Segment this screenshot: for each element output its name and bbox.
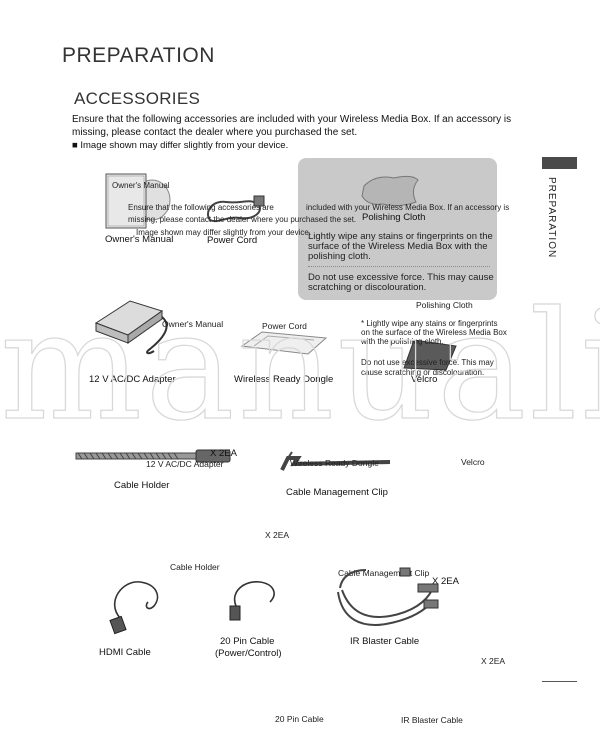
velcro-label: Velcro bbox=[411, 374, 438, 385]
pin20-cable-label: 20 Pin Cable bbox=[220, 636, 275, 647]
ir-blaster-cable-image bbox=[337, 567, 439, 626]
ghost-intro-line1: Ensure that the following accessories ar… bbox=[128, 203, 274, 212]
section-title: ACCESSORIES bbox=[74, 89, 201, 108]
ghost-owners-manual: Owner's Manual bbox=[162, 319, 224, 329]
ghost-pin20: 20 Pin Cable bbox=[275, 714, 324, 724]
ir-blaster-label: IR Blaster Cable bbox=[350, 636, 420, 647]
power-cord-label: Power Cord bbox=[207, 235, 258, 246]
cable-holder-qty: X 2EA bbox=[210, 448, 237, 459]
pin20-cable-subtitle: (Power/Control) bbox=[215, 648, 282, 659]
ghost-warn-line2: cause scratching or discolouration. bbox=[361, 368, 485, 377]
dongle-image bbox=[240, 331, 328, 355]
owners-manual-image bbox=[105, 173, 171, 229]
ir-blaster-qty: X 2EA bbox=[432, 576, 459, 587]
cable-holder-label: Cable Holder bbox=[114, 480, 170, 491]
hdmi-cable-image bbox=[109, 581, 159, 635]
ghost-warn-line1: Do not use excessive force. This may bbox=[361, 358, 494, 367]
footer-rule bbox=[542, 681, 577, 682]
panel-divider bbox=[308, 266, 490, 267]
ghost-tip-line2: on the surface of the Wireless Media Box bbox=[361, 328, 507, 337]
ghost-power-cord: Power Cord bbox=[262, 321, 307, 331]
page-title: PREPARATION bbox=[62, 44, 215, 67]
polishing-cloth-label: Polishing Cloth bbox=[362, 212, 426, 223]
power-cord-image bbox=[207, 195, 265, 223]
pin20-cable-image bbox=[229, 581, 275, 621]
intro-text: Ensure that the following accessories ar… bbox=[72, 114, 512, 138]
ghost-polishing-cloth: Polishing Cloth bbox=[416, 300, 473, 310]
polishing-cloth-image bbox=[361, 175, 419, 207]
ghost-ir: IR Blaster Cable bbox=[401, 715, 463, 725]
image-note: ■ Image shown may differ slightly from y… bbox=[72, 140, 289, 151]
cable-holder-image bbox=[75, 449, 231, 463]
ghost-dongle: Wireless Ready Dongle bbox=[290, 458, 379, 468]
ghost-clip: Cable Management Clip bbox=[338, 568, 430, 578]
ghost-intro-line3: Image shown may differ slightly from you… bbox=[136, 228, 312, 237]
ghost-intro-line2: missing, please contact the dealer where… bbox=[128, 215, 357, 224]
owners-manual-cover-text: Owner's Manual bbox=[112, 181, 170, 190]
velcro-image bbox=[403, 339, 457, 371]
ghost-tip-line1: * Lightly wipe any stains or fingerprint… bbox=[361, 319, 498, 328]
polishing-cloth-tip: Lightly wipe any stains or fingerprints … bbox=[308, 231, 493, 262]
adapter-image bbox=[94, 300, 168, 355]
cable-clip-qty: X 2EA bbox=[265, 530, 290, 540]
ghost-velcro: Velcro bbox=[461, 457, 485, 467]
dongle-label: Wireless Ready Dongle bbox=[234, 374, 334, 385]
cable-clip-label: Cable Management Clip bbox=[286, 487, 388, 498]
ghost-intro-right: included with your Wireless Media Box. I… bbox=[306, 203, 510, 212]
watermark: manuali bbox=[0, 280, 600, 454]
ghost-cable-holder: Cable Holder bbox=[170, 562, 220, 572]
side-tab-label: PREPARATION bbox=[546, 177, 557, 259]
polishing-cloth-warning: Do not use excessive force. This may cau… bbox=[308, 272, 494, 293]
side-tab-marker bbox=[542, 157, 577, 169]
hdmi-cable-label: HDMI Cable bbox=[99, 647, 151, 658]
ghost-qty: X 2EA bbox=[481, 656, 506, 666]
adapter-label: 12 V AC/DC Adapter bbox=[89, 374, 176, 385]
cable-clip-image bbox=[280, 451, 391, 471]
owners-manual-label: Owner's Manual bbox=[105, 234, 174, 245]
ghost-tip-line3: with the polishing cloth. bbox=[361, 337, 444, 346]
ghost-adapter: 12 V AC/DC Adapter bbox=[146, 459, 224, 469]
